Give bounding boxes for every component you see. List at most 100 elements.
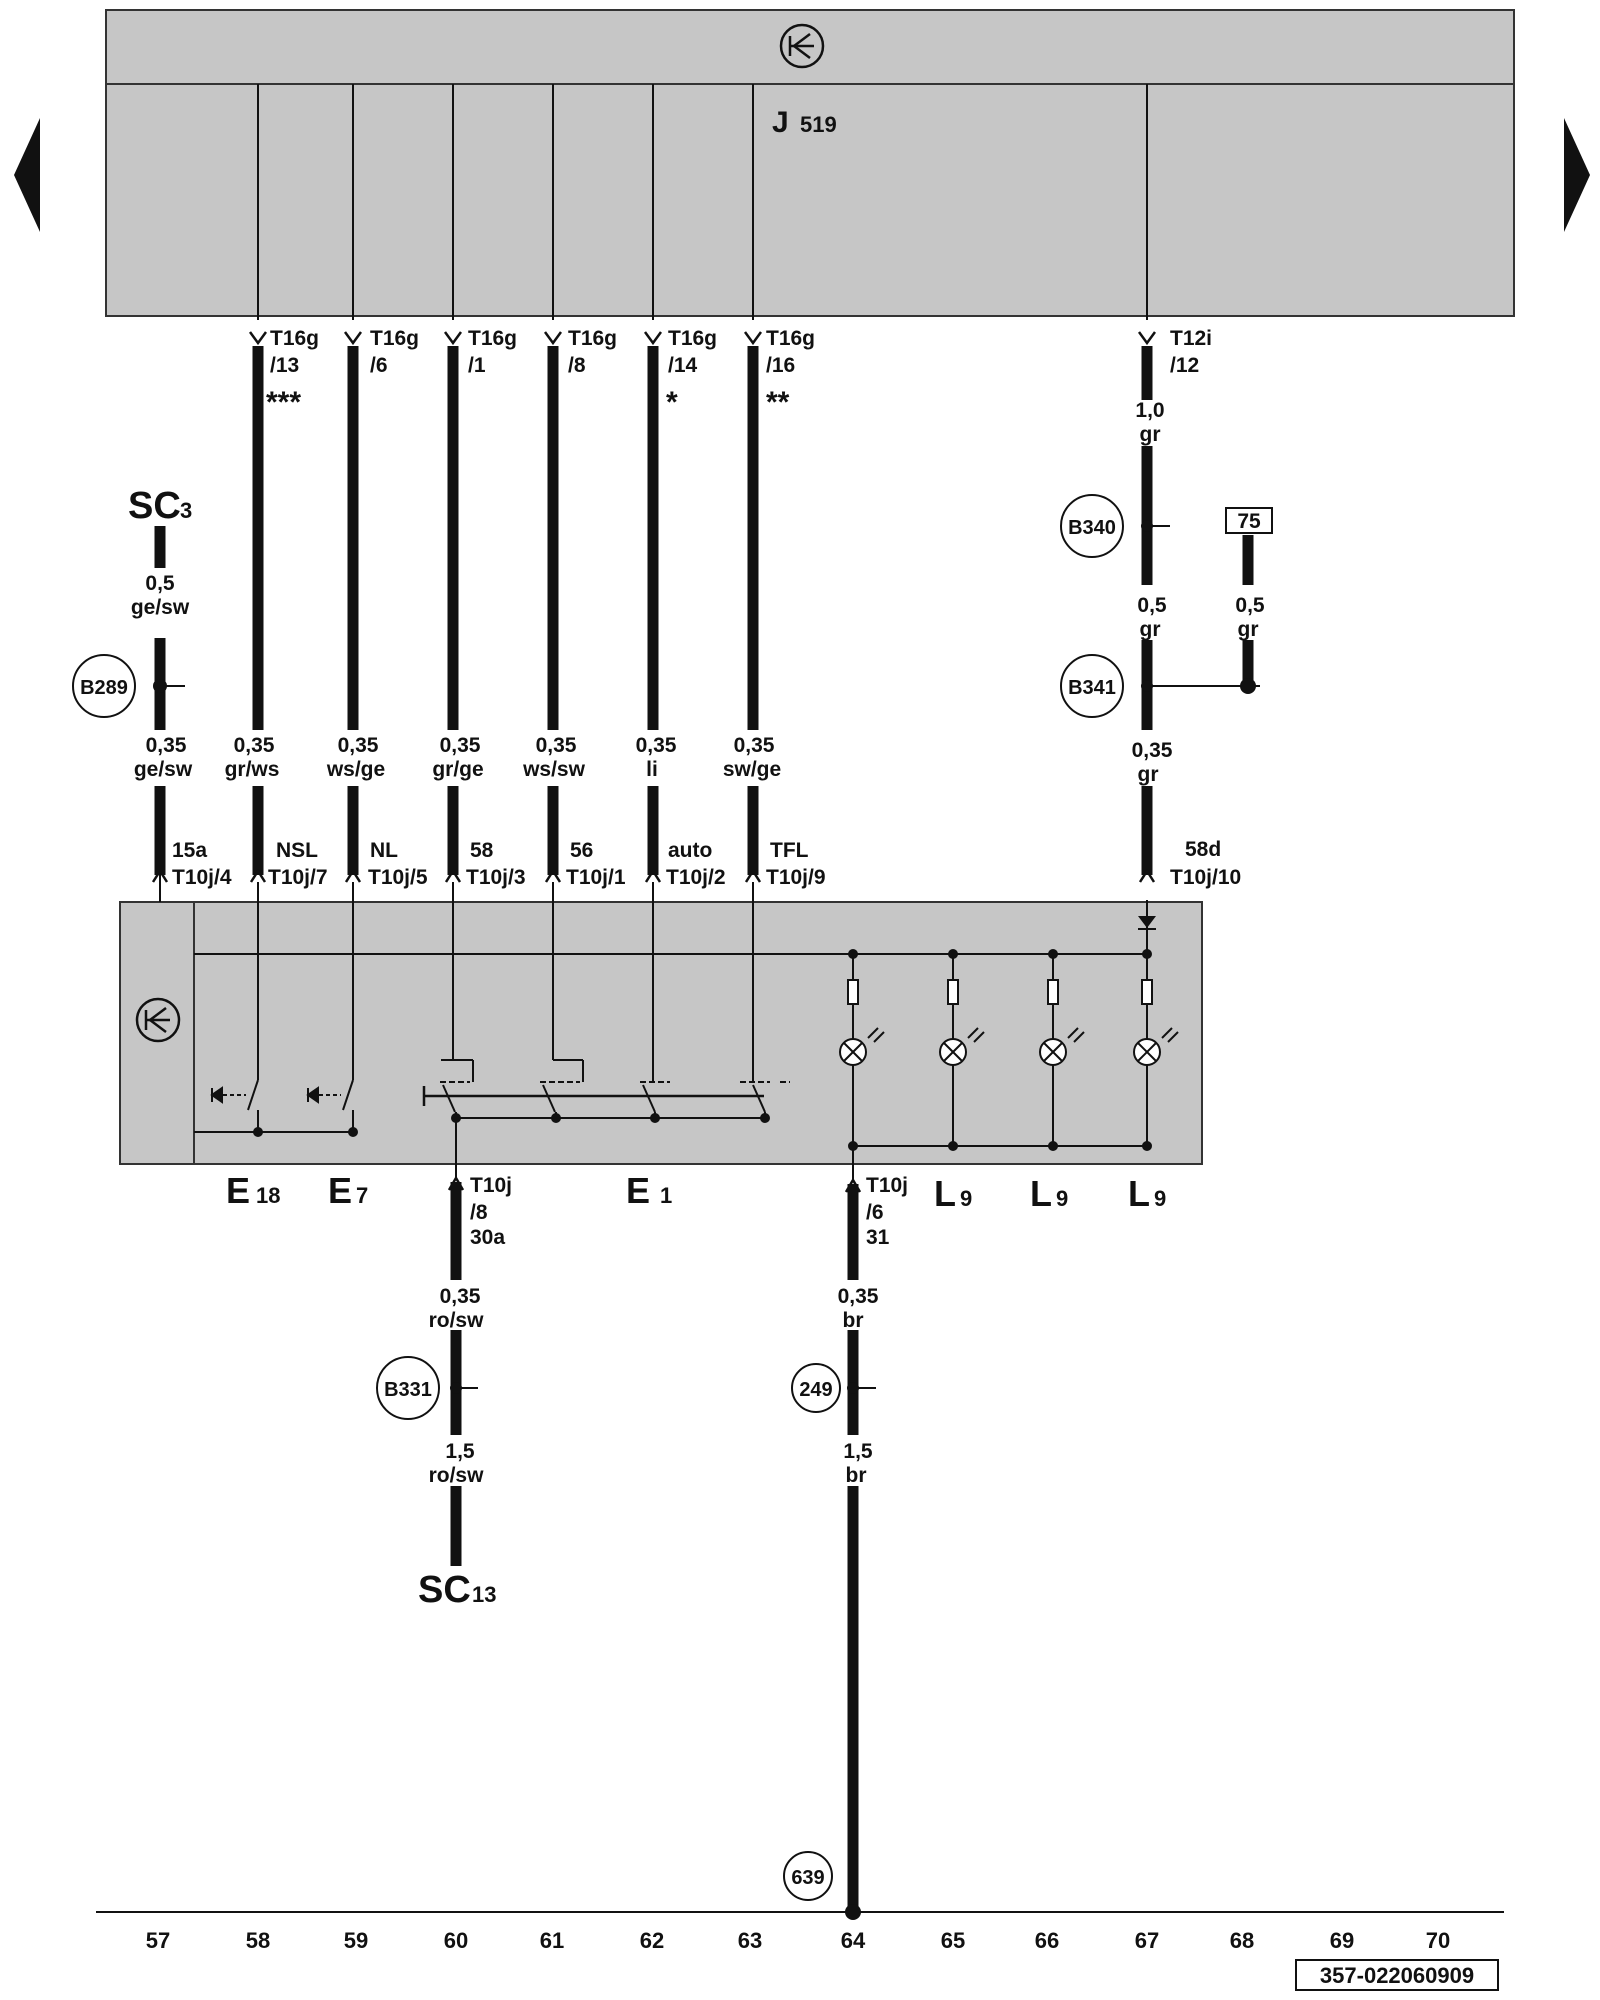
svg-text:B341: B341 bbox=[1068, 677, 1116, 699]
svg-text:T12i: T12i bbox=[1170, 327, 1212, 350]
wire-60b-conn: T10j /8 30a bbox=[470, 1174, 512, 1249]
svg-text:B340: B340 bbox=[1068, 517, 1116, 539]
wire-67-color-b: gr bbox=[1140, 618, 1161, 641]
target-sc13: SC 13 bbox=[418, 1569, 496, 1611]
wire-60b-size-b: 1,5 bbox=[445, 1440, 475, 1463]
wire-60b-color-b: ro/sw bbox=[429, 1464, 485, 1487]
svg-text:0,35: 0,35 bbox=[636, 734, 677, 757]
svg-text:0,35: 0,35 bbox=[338, 734, 379, 757]
document-id: 357-022060909 bbox=[1295, 1959, 1499, 1991]
svg-text:/8: /8 bbox=[568, 354, 586, 377]
control-unit-label: J bbox=[772, 106, 789, 139]
svg-text:E: E bbox=[226, 1170, 250, 1211]
svg-text:NSL: NSL bbox=[276, 839, 318, 862]
source-sc3: SC bbox=[128, 485, 181, 527]
wire-64-color-b: br bbox=[846, 1464, 867, 1487]
svg-text:T10j: T10j bbox=[866, 1174, 908, 1197]
svg-text:gr/ge: gr/ge bbox=[432, 758, 483, 781]
svg-text:E: E bbox=[626, 1170, 650, 1211]
svg-text:9: 9 bbox=[960, 1186, 972, 1211]
terminal-75-size: 0,5 bbox=[1235, 594, 1265, 617]
svg-text:***: *** bbox=[266, 386, 301, 419]
track-number: 70 bbox=[1426, 1928, 1450, 1953]
track-number: 59 bbox=[344, 1928, 368, 1953]
switch-unit bbox=[119, 901, 1203, 1165]
wire-60-spec: 0,35 gr/ge bbox=[432, 734, 483, 781]
svg-text:/1: /1 bbox=[468, 354, 486, 377]
wire-57-size-a: 0,5 bbox=[145, 572, 175, 595]
wire-67-conn-bottom: T10j/10 bbox=[1170, 866, 1241, 889]
component-l9-1: L 9 bbox=[934, 1173, 972, 1214]
node-b341: B341 bbox=[1060, 654, 1124, 718]
ground-symbol-icon bbox=[779, 23, 825, 69]
wire-57-size-b: 0,35 bbox=[146, 734, 187, 757]
wire-58-spec: 0,35 gr/ws bbox=[225, 734, 280, 781]
svg-text:9: 9 bbox=[1154, 1186, 1166, 1211]
track-number: 64 bbox=[841, 1928, 866, 1953]
svg-text:/6: /6 bbox=[370, 354, 388, 377]
svg-text:7: 7 bbox=[356, 1183, 368, 1208]
next-page-arrow[interactable] bbox=[1564, 118, 1590, 232]
wire-64-size-b: 1,5 bbox=[843, 1440, 873, 1463]
track-number: 63 bbox=[738, 1928, 762, 1953]
svg-text:T10j/1: T10j/1 bbox=[566, 866, 626, 889]
wire-63-bottom-labels: TFL T10j/9 bbox=[766, 839, 826, 889]
node-b289: B289 bbox=[72, 654, 136, 718]
svg-text:TFL: TFL bbox=[770, 839, 809, 862]
svg-text:56: 56 bbox=[570, 839, 593, 862]
wire-60-top-labels: T16g /1 bbox=[468, 327, 517, 377]
svg-text:L: L bbox=[934, 1173, 956, 1214]
svg-text:75: 75 bbox=[1237, 510, 1261, 533]
wire-67-size-c: 0,35 bbox=[1132, 739, 1173, 762]
component-e1: E 1 bbox=[626, 1170, 672, 1211]
wire-64-size-a: 0,35 bbox=[838, 1285, 879, 1308]
node-b331: B331 bbox=[376, 1356, 440, 1420]
wire-62-top-labels: T16g /14 * bbox=[666, 327, 717, 419]
wire-61-spec: 0,35 ws/sw bbox=[522, 734, 586, 781]
track-number: 60 bbox=[444, 1928, 468, 1953]
svg-text:T10j/3: T10j/3 bbox=[466, 866, 526, 889]
svg-text:249: 249 bbox=[799, 1379, 832, 1401]
svg-text:NL: NL bbox=[370, 839, 398, 862]
svg-text:T10j/7: T10j/7 bbox=[268, 866, 328, 889]
wire-62-spec: 0,35 li bbox=[636, 734, 677, 781]
component-e18: E 18 bbox=[226, 1170, 280, 1211]
svg-text:T10j/5: T10j/5 bbox=[368, 866, 428, 889]
wire-67-top-labels: T12i /12 bbox=[1170, 327, 1212, 377]
wire-60b-color-a: ro/sw bbox=[429, 1309, 485, 1332]
svg-text:sw/ge: sw/ge bbox=[723, 758, 781, 781]
terminal-75-color: gr bbox=[1238, 618, 1259, 641]
svg-text:T16g: T16g bbox=[568, 327, 617, 350]
svg-text:T16g: T16g bbox=[270, 327, 319, 350]
svg-text:**: ** bbox=[766, 386, 790, 419]
wire-63-top-labels: T16g /16 ** bbox=[766, 327, 815, 419]
svg-text:L: L bbox=[1128, 1173, 1150, 1214]
prev-page-arrow[interactable] bbox=[14, 118, 40, 232]
svg-text:0,35: 0,35 bbox=[536, 734, 577, 757]
svg-text:E: E bbox=[328, 1170, 352, 1211]
component-l9-2: L 9 bbox=[1030, 1173, 1068, 1214]
lamp-icon bbox=[939, 1027, 985, 1066]
wire-61-bottom-labels: 56 T10j/1 bbox=[566, 839, 626, 889]
svg-text:30a: 30a bbox=[470, 1226, 505, 1249]
node-b340: B340 bbox=[1060, 494, 1124, 558]
wire-59-top-labels: T16g /6 bbox=[370, 327, 419, 377]
ground-symbol-icon bbox=[135, 997, 181, 1043]
wire-58-top-labels: T16g /13 *** bbox=[266, 327, 319, 419]
track-number: 58 bbox=[246, 1928, 270, 1953]
svg-text:/14: /14 bbox=[668, 354, 698, 377]
svg-text:9: 9 bbox=[1056, 1186, 1068, 1211]
svg-text:0,35: 0,35 bbox=[440, 734, 481, 757]
wire-67-color-a: gr bbox=[1140, 423, 1161, 446]
svg-text:gr/ws: gr/ws bbox=[225, 758, 280, 781]
wire-63-spec: 0,35 sw/ge bbox=[723, 734, 781, 781]
node-249: 249 bbox=[791, 1363, 841, 1413]
svg-text:357-022060909: 357-022060909 bbox=[1320, 1963, 1474, 1988]
svg-text:0,35: 0,35 bbox=[234, 734, 275, 757]
svg-text:ws/sw: ws/sw bbox=[522, 758, 586, 781]
svg-text:31: 31 bbox=[866, 1226, 890, 1249]
wire-67-color-c: gr bbox=[1138, 763, 1159, 786]
svg-text:T16g: T16g bbox=[766, 327, 815, 350]
lamp-icon bbox=[1039, 1027, 1085, 1066]
